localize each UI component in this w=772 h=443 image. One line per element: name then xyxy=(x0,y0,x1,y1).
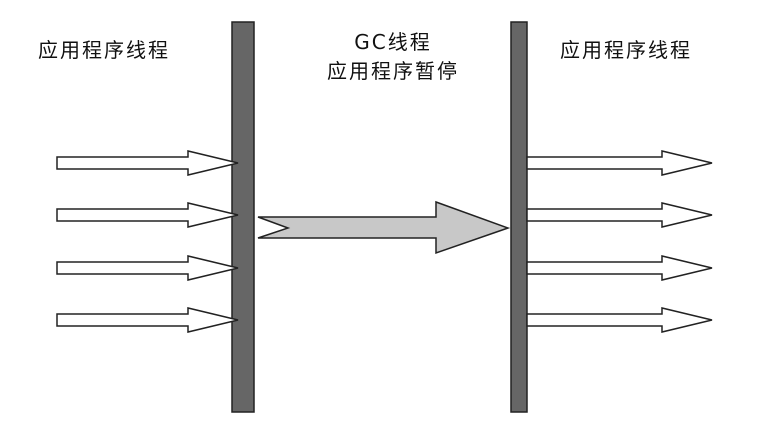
label-left-app-threads: 应用程序线程 xyxy=(38,38,170,62)
label-right-app-threads: 应用程序线程 xyxy=(560,38,692,62)
incoming-thread-arrow-2 xyxy=(56,202,239,228)
barrier-right xyxy=(510,21,528,413)
label-gc-thread-line2: 应用程序暂停 xyxy=(327,59,459,83)
incoming-thread-arrow-3 xyxy=(56,255,239,281)
outgoing-arrows xyxy=(526,150,713,333)
outgoing-thread-arrow-1 xyxy=(526,150,713,176)
label-gc-thread-line1: GC线程 xyxy=(354,30,432,54)
incoming-thread-arrow-1 xyxy=(56,150,239,176)
outgoing-thread-arrow-2 xyxy=(526,202,713,228)
incoming-thread-arrow-4 xyxy=(56,307,239,333)
gc-thread-arrow xyxy=(257,200,511,255)
incoming-arrows xyxy=(56,150,239,333)
label-gc-thread: GC线程 应用程序暂停 xyxy=(298,28,488,86)
outgoing-thread-arrow-3 xyxy=(526,255,713,281)
outgoing-thread-arrow-4 xyxy=(526,307,713,333)
barrier-left xyxy=(231,21,255,413)
